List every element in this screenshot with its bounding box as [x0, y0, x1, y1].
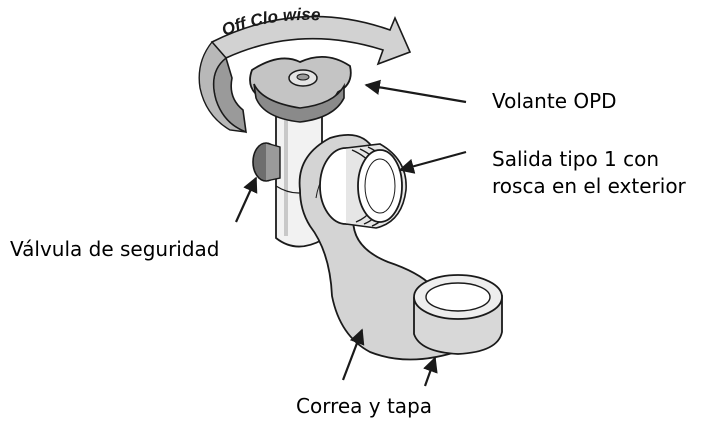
arrow-cap	[423, 356, 438, 387]
safety-valve-knob	[252, 142, 281, 182]
label-outlet: Salida tipo 1 con rosca en el exterior	[492, 146, 686, 200]
label-safety-valve-text: Válvula de seguridad	[10, 237, 220, 261]
arrow-strap	[341, 328, 365, 381]
arrow-handwheel	[364, 79, 467, 104]
arrow-safety-valve	[234, 176, 258, 223]
cap	[413, 274, 503, 355]
callout-arrows	[234, 79, 467, 387]
label-handwheel: Volante OPD	[492, 88, 617, 115]
label-handwheel-text: Volante OPD	[492, 89, 617, 113]
threaded-outlet	[319, 143, 407, 229]
arrow-outlet	[398, 150, 467, 174]
label-outlet-line1: Salida tipo 1 con	[492, 147, 660, 171]
label-strap-cap: Correa y tapa	[296, 393, 432, 420]
label-outlet-line2: rosca en el exterior	[492, 174, 686, 198]
label-strap-cap-text: Correa y tapa	[296, 394, 433, 418]
handwheel-icon	[249, 56, 352, 123]
label-safety-valve: Válvula de seguridad	[10, 236, 220, 263]
